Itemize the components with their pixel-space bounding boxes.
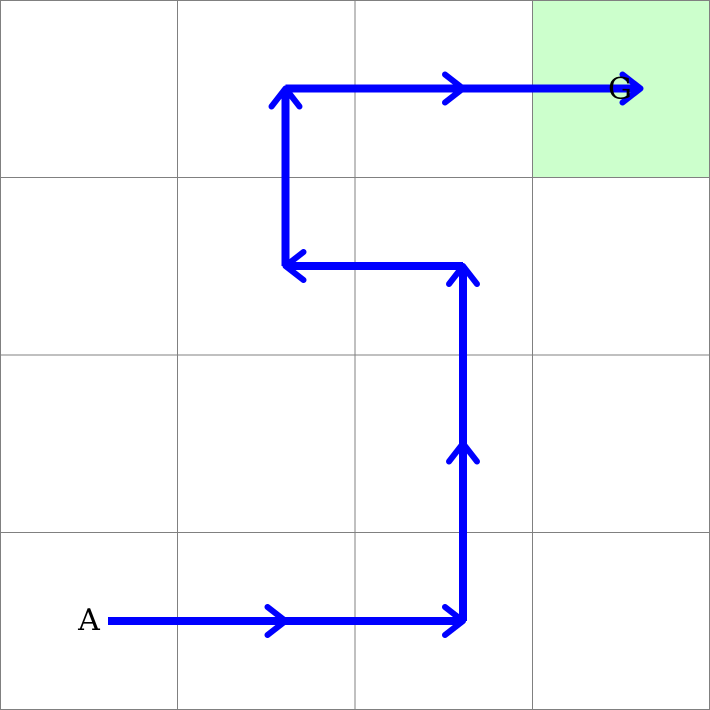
goal-label: G: [608, 72, 632, 107]
path-arrow-right: [463, 71, 644, 106]
arrow-head: [619, 71, 644, 106]
start-label: A: [77, 603, 100, 638]
path-arrows: [108, 71, 644, 638]
path-arrow-right: [285, 71, 466, 106]
path-arrow-left: [282, 249, 463, 283]
path-arrow-right: [108, 604, 289, 638]
path-arrow-right: [285, 604, 466, 638]
